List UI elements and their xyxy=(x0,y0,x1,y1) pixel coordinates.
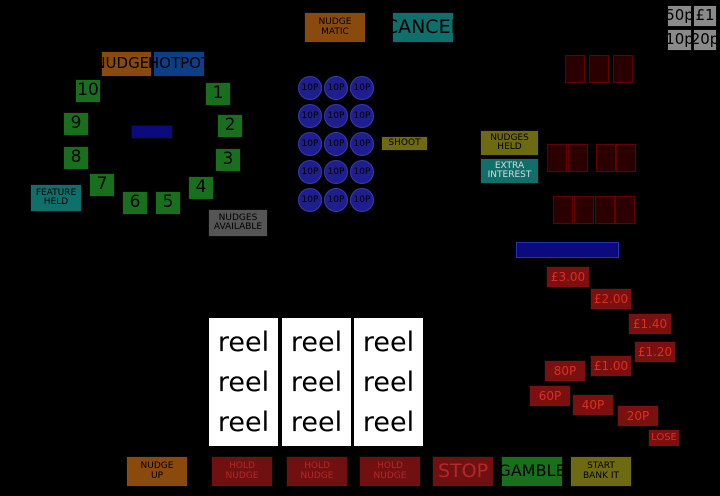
win-digit-display xyxy=(615,196,635,224)
start-bank-it-button[interactable]: START BANK IT xyxy=(570,456,632,487)
nudges-label: NUDGES xyxy=(94,51,159,77)
ball-10p: 10P xyxy=(324,104,348,128)
nudges-available-label: NUDGES AVAILABLE xyxy=(208,209,268,237)
coin-10p[interactable]: 10p xyxy=(665,29,694,51)
feature-held-label: FEATURE HELD xyxy=(30,184,82,212)
ball-10p: 10P xyxy=(350,104,374,128)
win-digit-display xyxy=(574,196,594,224)
reel-2: reel reel reel xyxy=(282,318,351,446)
nudge-lamp-9: 9 xyxy=(63,112,89,136)
ball-10p: 10P xyxy=(324,188,348,212)
ball-10p: 10P xyxy=(298,76,322,100)
ball-10p: 10P xyxy=(324,160,348,184)
hotpot-label: HOTPOT xyxy=(148,51,210,77)
nudge-lamp-2: 2 xyxy=(217,114,243,138)
reel-symbol: reel xyxy=(217,326,270,358)
ball-10p: 10P xyxy=(350,188,374,212)
bank-digit-display xyxy=(596,144,616,172)
ball-10p: 10P xyxy=(324,76,348,100)
ladder-60p: 60P xyxy=(529,385,571,407)
reel-symbol: reel xyxy=(362,366,415,398)
ball-10p: 10P xyxy=(324,132,348,156)
bank-digit-display xyxy=(616,144,636,172)
ball-10p: 10P xyxy=(298,160,322,184)
reel-symbol: reel xyxy=(217,406,270,438)
ladder-3-00: £3.00 xyxy=(546,266,590,288)
ball-10p: 10P xyxy=(350,132,374,156)
ladder-lose: LOSE xyxy=(648,429,680,447)
nudge-digit-display xyxy=(568,144,588,172)
reel-symbol: reel xyxy=(290,406,343,438)
nudge-digit-display xyxy=(547,144,567,172)
hold-nudge-button-3[interactable]: HOLD NUDGE xyxy=(359,456,421,487)
cancel-button[interactable]: CANCEL xyxy=(385,12,461,43)
reel-symbol: reel xyxy=(290,326,343,358)
shoot-label: SHOOT xyxy=(381,136,428,151)
reel-symbol: reel xyxy=(290,366,343,398)
ball-10p: 10P xyxy=(350,76,374,100)
nudge-lamp-4: 4 xyxy=(188,176,214,200)
win-digit-display xyxy=(595,196,615,224)
nudge-lamp-5: 5 xyxy=(155,191,181,215)
reel-3: reel reel reel xyxy=(354,318,423,446)
ladder-40p: 40P xyxy=(572,394,614,416)
nudge-up-button[interactable]: NUDGE UP xyxy=(126,456,188,487)
ladder-80p: 80P xyxy=(544,360,586,382)
nudge-matic-button[interactable]: NUDGE MATIC xyxy=(304,12,366,43)
nudge-lamp-1: 1 xyxy=(205,82,231,106)
reel-symbol: reel xyxy=(217,366,270,398)
reel-symbol: reel xyxy=(362,406,415,438)
stop-button[interactable]: STOP xyxy=(432,456,494,487)
nudge-lamp-7: 7 xyxy=(89,173,115,197)
ladder-1-00: £1.00 xyxy=(590,355,632,377)
nudge-lamp-8: 8 xyxy=(63,146,89,170)
gamble-button[interactable]: GAMBLE xyxy=(498,456,566,487)
coin-1-pound[interactable]: £1 xyxy=(693,5,717,27)
gamble-indicator-bar xyxy=(516,242,619,258)
ball-10p: 10P xyxy=(298,188,322,212)
ball-10p: 10P xyxy=(298,132,322,156)
credit-digit-display xyxy=(613,55,633,83)
reel-symbol: reel xyxy=(362,326,415,358)
nudge-lamp-3: 3 xyxy=(215,148,241,172)
ball-10p: 10P xyxy=(298,104,322,128)
coin-50p[interactable]: 50p xyxy=(665,5,694,27)
extra-interest-label: EXTRA INTEREST xyxy=(480,158,539,184)
ladder-20p: 20P xyxy=(617,405,659,427)
ladder-2-00: £2.00 xyxy=(590,288,632,310)
coin-20p[interactable]: 20p xyxy=(691,29,719,51)
win-digit-display xyxy=(553,196,573,224)
credit-digit-display xyxy=(565,55,585,83)
nudge-lamp-10: 10 xyxy=(75,79,101,103)
hold-nudge-button-2[interactable]: HOLD NUDGE xyxy=(286,456,348,487)
ball-10p: 10P xyxy=(350,160,374,184)
credit-digit-display xyxy=(589,55,609,83)
reel-1: reel reel reel xyxy=(209,318,278,446)
centre-lamp xyxy=(131,125,173,139)
nudges-held-label: NUDGES HELD xyxy=(480,130,539,156)
nudge-lamp-6: 6 xyxy=(122,191,148,215)
hold-nudge-button-1[interactable]: HOLD NUDGE xyxy=(211,456,273,487)
ladder-1-40: £1.40 xyxy=(628,313,672,335)
ladder-1-20: £1.20 xyxy=(634,341,676,363)
